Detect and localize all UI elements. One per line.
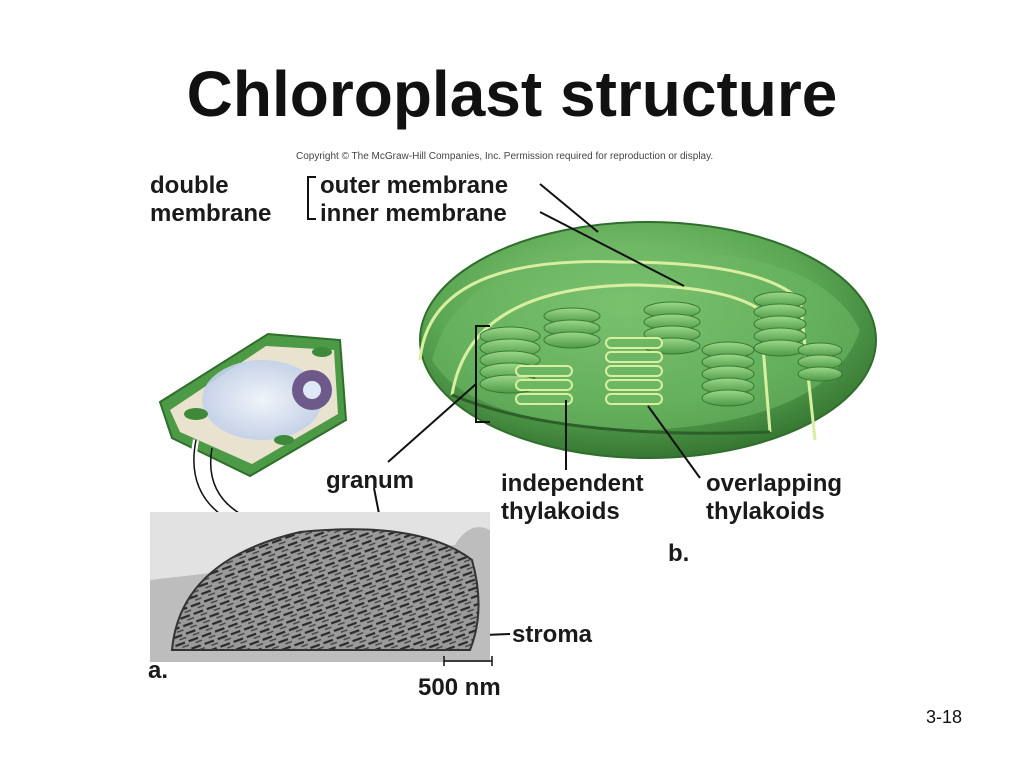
granum-stack-2 [543,307,601,349]
label-outer-membrane: outer membrane [320,172,509,199]
slide-title: Chloroplast structure [186,58,838,130]
label-membrane: membrane [150,200,272,227]
label-overlapping: overlapping [706,470,843,497]
label-stroma: stroma [512,621,593,648]
double-membrane-bracket [307,176,316,220]
label-inner-membrane: inner membrane [320,200,507,227]
electron-micrograph [150,512,490,662]
granum-stack-6 [797,342,843,382]
label-overlapping-thylakoids: thylakoids [706,498,825,525]
label-panel-b: b. [668,540,690,567]
label-panel-a: a. [148,657,169,684]
independent-thylakoid-stack [515,365,573,405]
thylakoid-stacks [479,291,843,407]
label-independent: independent [501,470,644,497]
outer-membrane-line [418,260,817,441]
copyright-notice: Copyright © The McGraw-Hill Companies, I… [296,151,714,162]
scale-bar [443,656,493,666]
page-number: 3-18 [925,707,962,727]
granum-stack-4 [701,341,755,407]
label-granum: granum [326,467,415,494]
granum-stack-5 [753,291,807,357]
label-double: double [150,172,229,199]
overlapping-thylakoid-stack [605,337,663,405]
label-independent-thylakoids: thylakoids [501,498,620,525]
chloroplast-cutaway [418,221,877,459]
label-scale: 500 nm [418,674,501,701]
inner-membrane-line [450,283,772,433]
granum-bracket [475,325,490,423]
plant-cell-icon [158,332,348,478]
